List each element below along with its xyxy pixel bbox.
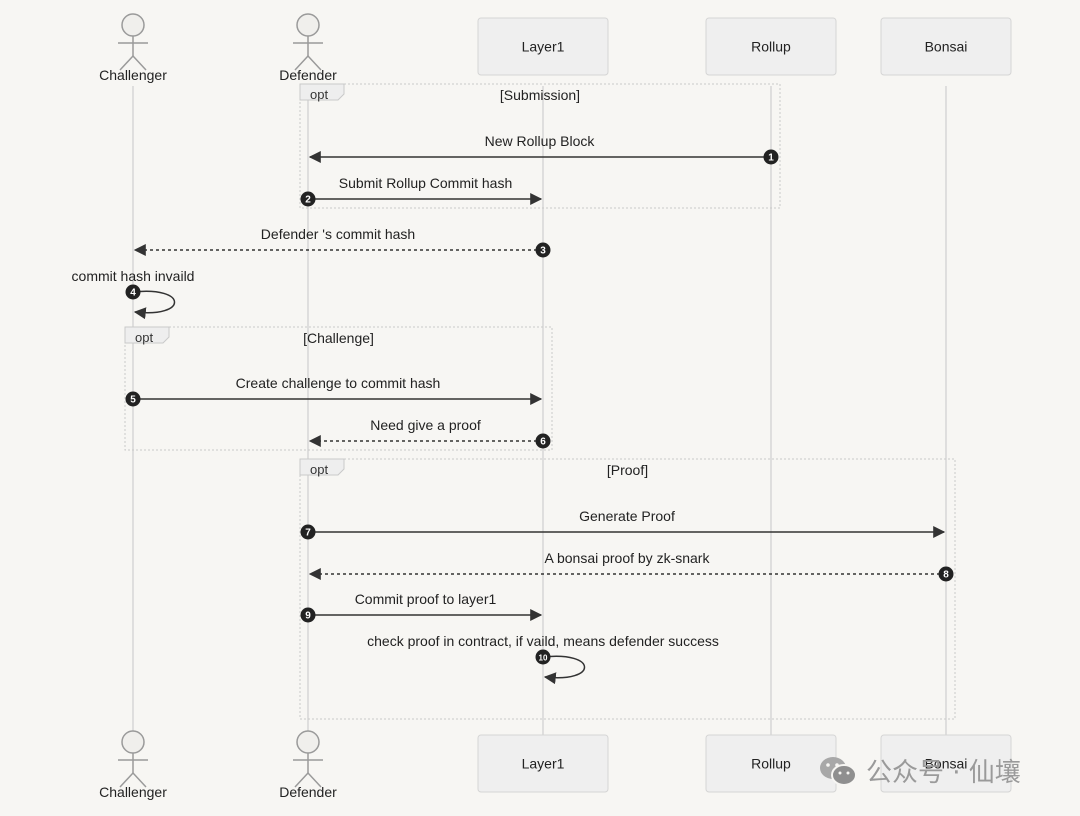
rollup-label-top: Rollup <box>751 39 791 55</box>
opt-title: [Submission] <box>500 87 580 103</box>
opt-label-box <box>299 458 345 476</box>
defender-label-top: Defender <box>279 67 337 83</box>
wechat-icon <box>820 756 857 786</box>
sequence-number-badge: 5 <box>125 391 141 407</box>
opt-group-proof: opt [Proof] <box>299 458 956 720</box>
sequence-number: 10 <box>539 654 548 663</box>
layer1-label-bottom: Layer1 <box>522 756 565 772</box>
sequence-number: 2 <box>305 195 311 206</box>
message-label: Create challenge to commit hash <box>236 375 441 391</box>
message-label: commit hash invaild <box>72 268 195 284</box>
sequence-number: 8 <box>943 570 949 581</box>
bonsai-box-bottom <box>880 734 1012 793</box>
sequence-number-badge: 1 <box>763 149 779 165</box>
defender-actor-top: Defender <box>279 13 337 83</box>
layer1-box-top <box>477 17 609 76</box>
sequence-number: 6 <box>540 437 546 448</box>
bonsai-actor-top: Bonsai <box>880 17 1012 76</box>
watermark-text: 公众号 · 仙壤 <box>866 758 1021 788</box>
message-label: Commit proof to layer1 <box>355 591 497 607</box>
message-label: Need give a proof <box>370 417 481 433</box>
defender-actor-bottom: Defender <box>279 730 337 800</box>
message-4: commit hash invaild 4 <box>72 268 195 320</box>
sequence-number-badge: 8 <box>938 566 954 582</box>
opt-keyword: opt <box>310 462 328 477</box>
message-3: Defender 's commit hash 3 <box>133 226 551 258</box>
layer1-box-bottom <box>477 734 609 793</box>
rollup-label-bottom: Rollup <box>751 756 791 772</box>
opt-group-submission: opt [Submission] <box>299 83 781 209</box>
message-9: Commit proof to layer1 9 <box>300 591 543 623</box>
bonsai-label-top: Bonsai <box>925 39 968 55</box>
message-label: Submit Rollup Commit hash <box>339 175 513 191</box>
bonsai-actor-bottom: Bonsai <box>880 734 1012 793</box>
sequence-number-badge: 10 <box>535 649 551 665</box>
sequence-number-badge: 6 <box>535 433 551 449</box>
opt-keyword: opt <box>310 87 328 102</box>
sequence-number: 7 <box>305 528 311 539</box>
sequence-number: 4 <box>130 288 136 299</box>
message-label: A bonsai proof by zk-snark <box>545 550 711 566</box>
bonsai-label-bottom: Bonsai <box>925 756 968 772</box>
defender-label-bottom: Defender <box>279 784 337 800</box>
person-icon <box>293 13 323 71</box>
rollup-box-top <box>705 17 837 76</box>
person-icon <box>293 730 323 788</box>
sequence-number-badge: 3 <box>535 242 551 258</box>
message-label: Generate Proof <box>579 508 675 524</box>
opt-label-box <box>124 326 170 344</box>
rollup-actor-bottom: Rollup <box>705 734 837 793</box>
message-5: Create challenge to commit hash 5 <box>125 375 543 407</box>
challenger-actor-top: Challenger <box>99 13 167 83</box>
sequence-number-badge: 2 <box>300 191 316 207</box>
sequence-number-badge: 9 <box>300 607 316 623</box>
message-7: Generate Proof 7 <box>300 508 946 540</box>
sequence-number: 3 <box>540 246 546 257</box>
opt-group-challenge: opt [Challenge] <box>124 326 553 451</box>
challenger-label-top: Challenger <box>99 67 167 83</box>
opt-keyword: opt <box>135 330 153 345</box>
opt-title: [Challenge] <box>303 330 374 346</box>
message-label: check proof in contract, if vaild, means… <box>367 633 719 649</box>
message-label: Defender 's commit hash <box>261 226 415 242</box>
opt-title: [Proof] <box>607 462 648 478</box>
person-icon <box>118 730 148 788</box>
message-label: New Rollup Block <box>485 133 596 149</box>
sequence-number: 5 <box>130 395 136 406</box>
watermark: 公众号 · 仙壤 <box>818 752 1021 789</box>
bonsai-box-top <box>880 17 1012 76</box>
self-loop-arrow <box>132 290 176 320</box>
rollup-actor-top: Rollup <box>705 17 837 76</box>
challenger-label-bottom: Challenger <box>99 784 167 800</box>
message-1: New Rollup Block 1 <box>308 133 779 165</box>
self-loop-arrow <box>542 655 586 685</box>
sequence-number-badge: 4 <box>125 284 141 300</box>
message-8: A bonsai proof by zk-snark 8 <box>308 550 954 582</box>
layer1-label-top: Layer1 <box>522 39 565 55</box>
sequence-number: 1 <box>768 153 774 164</box>
sequence-number: 9 <box>305 611 311 622</box>
message-10: check proof in contract, if vaild, means… <box>367 633 719 685</box>
challenger-actor-bottom: Challenger <box>99 730 167 800</box>
layer1-actor-bottom: Layer1 <box>477 734 609 793</box>
message-2: Submit Rollup Commit hash 2 <box>300 175 543 207</box>
layer1-actor-top: Layer1 <box>477 17 609 76</box>
sequence-number-badge: 7 <box>300 524 316 540</box>
person-icon <box>118 13 148 71</box>
message-6: Need give a proof 6 <box>308 417 551 449</box>
opt-label-box <box>299 83 345 101</box>
